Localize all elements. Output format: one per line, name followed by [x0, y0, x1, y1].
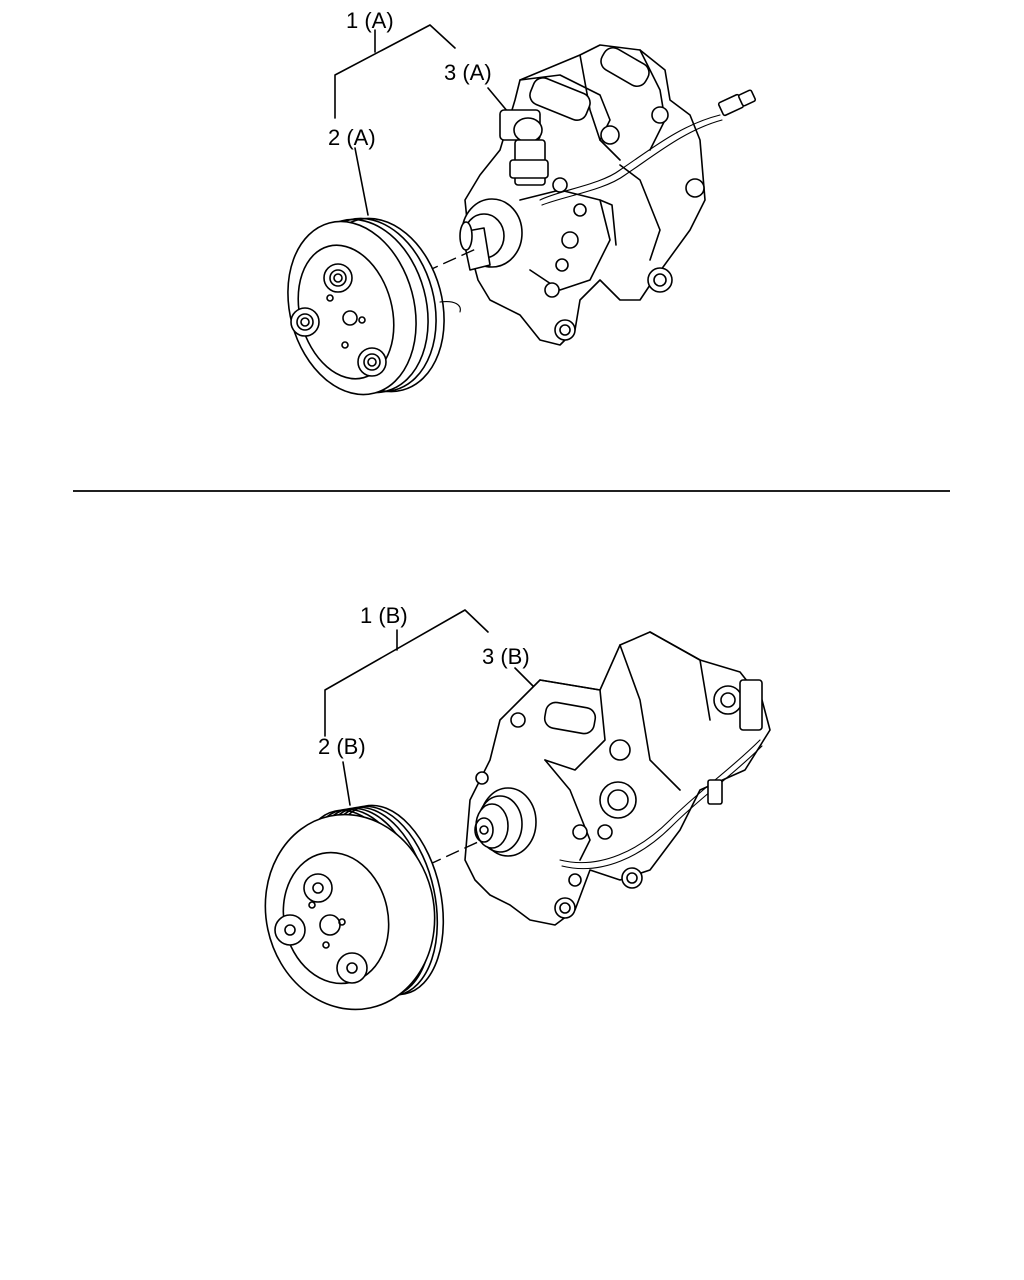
compressor-label-b: 3 (B) [482, 644, 530, 669]
diagram-a: 1 (A) 3 (A) 2 (A) [287, 8, 757, 396]
leader-lines-b [324, 609, 536, 806]
axis-line-b [427, 841, 479, 866]
pulley-label-a: 2 (A) [328, 125, 376, 150]
assembly-label-a: 1 (A) [346, 8, 394, 33]
pulley-a [287, 217, 461, 396]
axis-line-a [424, 247, 479, 273]
compressor-a [459, 44, 757, 346]
diagram-b: 1 (B) 3 (B) 2 (B) [264, 603, 771, 1011]
compressor-label-a: 3 (A) [444, 60, 492, 85]
leader-lines-a [334, 24, 509, 216]
assembly-label-b: 1 (B) [360, 603, 408, 628]
pulley-label-b: 2 (B) [318, 734, 366, 759]
compressor-b [464, 631, 771, 926]
pulley-b [264, 804, 445, 1011]
